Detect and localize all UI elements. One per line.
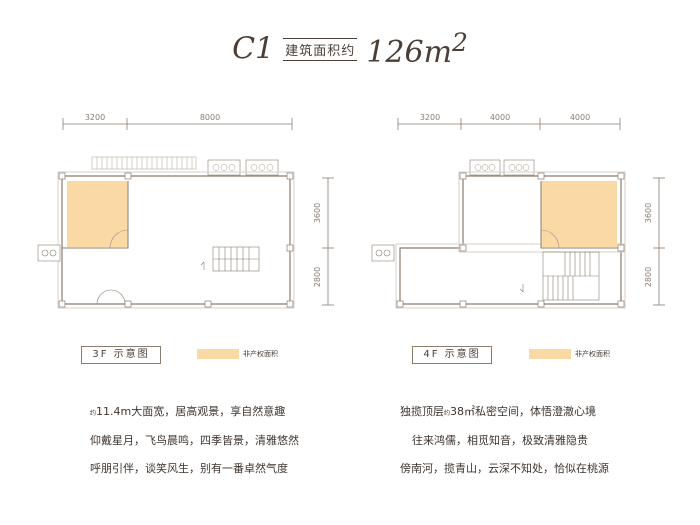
plan-4f-dim-top-1: 3200 xyxy=(420,113,440,122)
plan-4f-room-wall xyxy=(540,181,621,249)
plan-3f-railing xyxy=(91,156,197,170)
plan-3f-side-dimensions xyxy=(322,177,334,306)
plan-3f-top-dimensions xyxy=(62,118,293,130)
desc-right-line-3: 傍南河，揽青山，云深不知处，恰似在桃源 xyxy=(400,462,609,475)
plan-3f-dim-side-1: 3600 xyxy=(313,203,322,223)
plan-3f-dim-top-1: 3200 xyxy=(85,113,105,122)
desc-right-line-2: 往来鸿儒，相觅知音，极致清雅隐贵 xyxy=(412,434,588,447)
desc-left-line-1: 约11.4m大面宽，居高观景，享自然意趣 xyxy=(90,405,286,418)
plan-3f-ac-units xyxy=(207,159,279,176)
page-title: C1 建筑面积约 126m2 xyxy=(0,28,700,70)
plan-4f-dim-top-2: 4000 xyxy=(490,113,510,122)
plan-3f-left-ac xyxy=(37,244,61,262)
plan-4f-door-swing xyxy=(540,229,560,249)
plan-4f-columns xyxy=(396,172,625,308)
plan-4f-stair xyxy=(519,251,600,301)
plan-4f-dim-top-3: 4000 xyxy=(570,113,590,122)
plan-4f-caption: 4F 示意图 xyxy=(412,346,492,364)
area-label: 建筑面积约 xyxy=(283,37,358,61)
floor-plan-4f: 3200 4000 4000 3600 2800 xyxy=(371,113,665,309)
plan-3f-legend-label: 非产权面积 xyxy=(243,350,278,358)
area-value: 126m2 xyxy=(366,28,468,70)
plan-4f-ac-units xyxy=(469,159,535,176)
plan-3f-dim-side-2: 2800 xyxy=(313,267,322,287)
plan-3f-caption: 3F 示意图 xyxy=(81,346,161,364)
unit-type-code: C1 xyxy=(232,31,275,67)
desc-right-line-1: 独揽顶层约38㎡私密空间，体悟澄澈心境 xyxy=(400,405,597,418)
plan-3f-door-swing xyxy=(109,229,129,249)
plan-3f-nonproperty-area xyxy=(67,181,128,247)
plan-3f-room-wall xyxy=(62,181,129,249)
plan-4f-nonproperty-area xyxy=(541,181,617,247)
plan-3f-dim-top-2: 8000 xyxy=(200,113,220,122)
plan-3f-entry-door xyxy=(96,289,126,305)
plan-4f-dim-side-1: 3600 xyxy=(644,203,653,223)
desc-left-line-3: 呼朋引伴，谈笑风生，别有一番卓然气度 xyxy=(90,462,288,475)
plan-3f-stair xyxy=(200,246,260,272)
plan-3f-legend-swatch xyxy=(197,349,239,359)
plan-4f-side-dimensions xyxy=(653,177,665,306)
floor-plan-3f: 3200 8000 3600 2800 xyxy=(37,113,334,309)
plan-4f-top-dimensions xyxy=(397,118,621,130)
plan-4f-left-ac xyxy=(371,244,395,262)
plan-4f-legend-swatch xyxy=(529,349,571,359)
plan-4f-legend-label: 非产权面积 xyxy=(575,350,610,358)
desc-left-line-2: 仰戴星月，飞鸟晨鸣，四季皆景，清雅悠然 xyxy=(90,434,299,447)
plan-3f-columns xyxy=(58,172,294,308)
plan-4f-dim-side-2: 2800 xyxy=(644,267,653,287)
